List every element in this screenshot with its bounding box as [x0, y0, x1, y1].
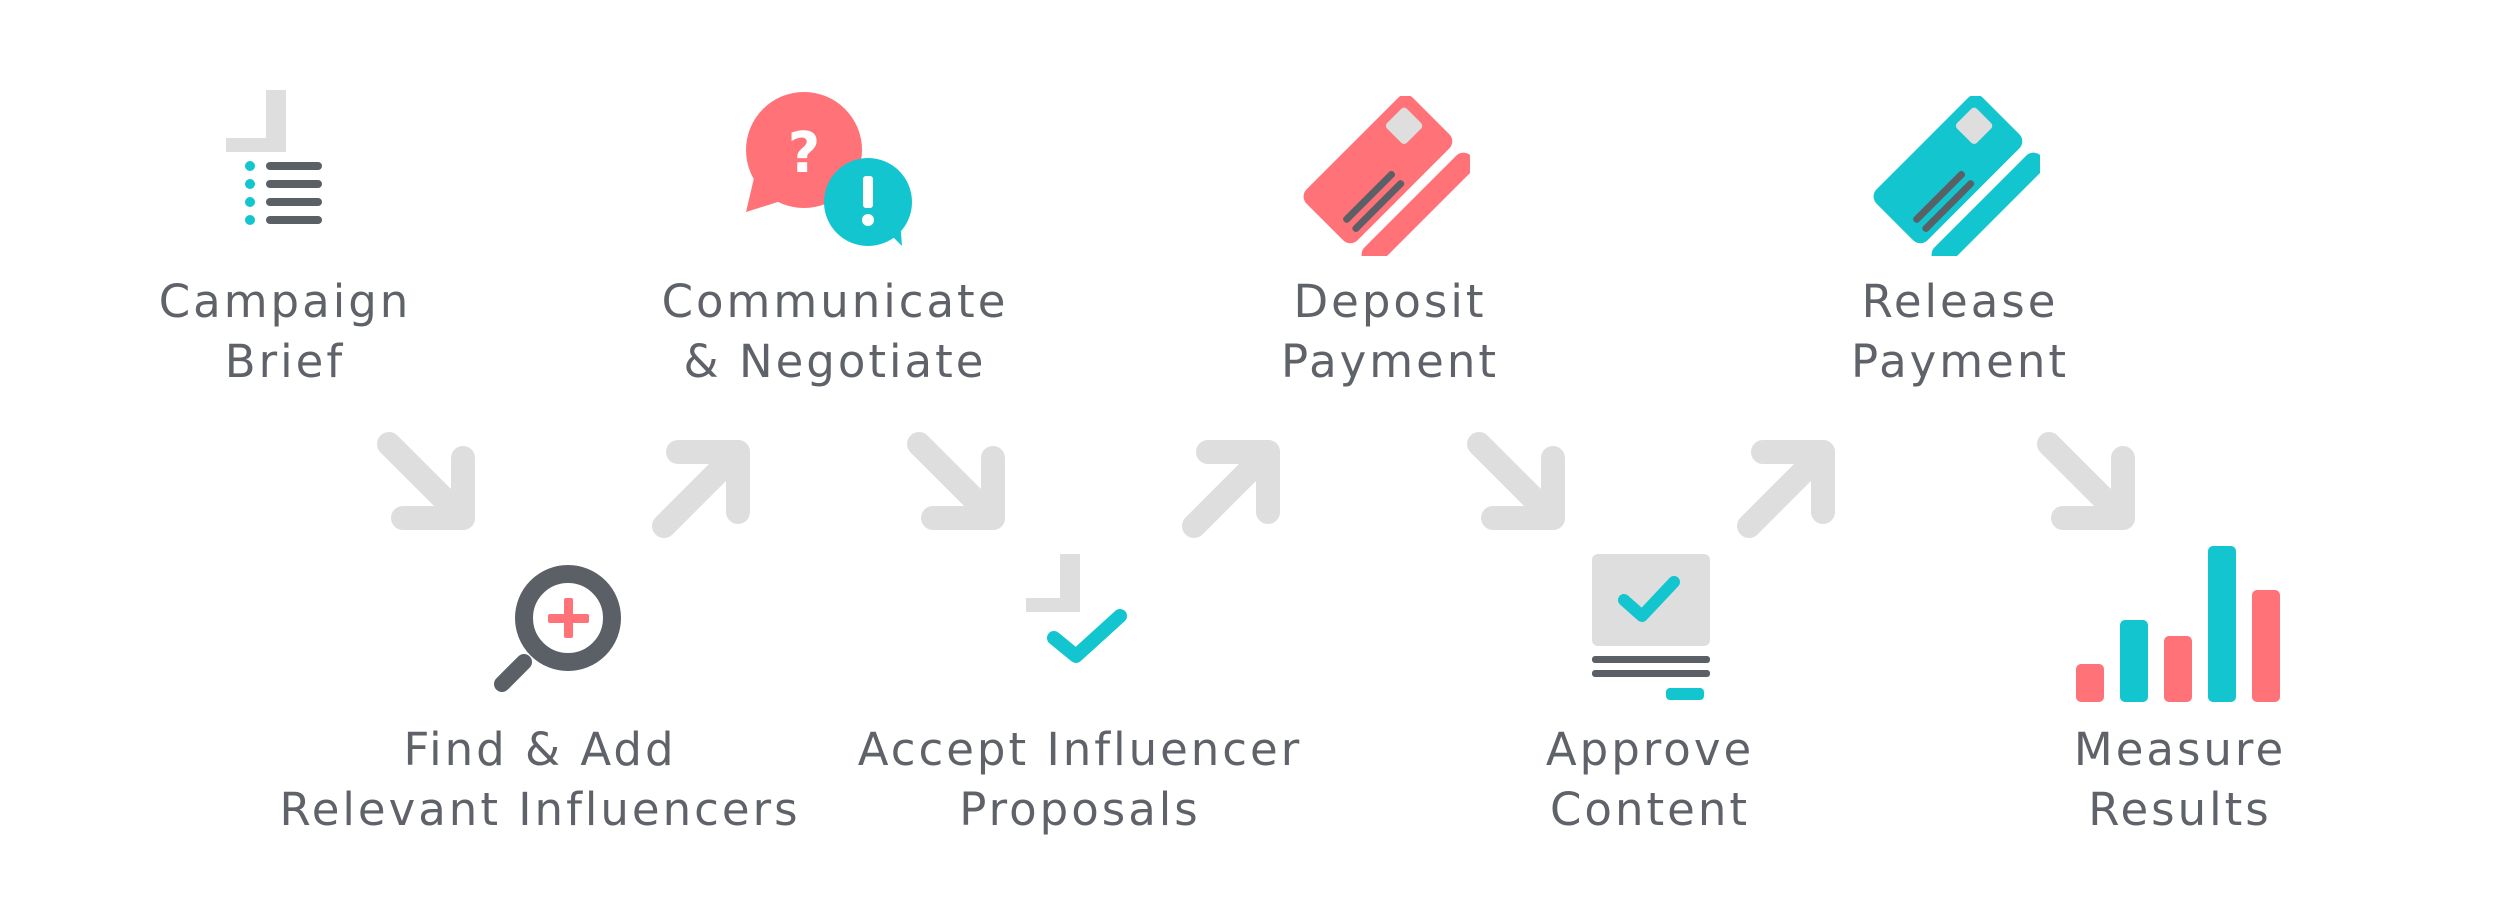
- step-label-line-2: Payment: [1280, 335, 1499, 388]
- step-label-line-2: & Negotiate: [683, 335, 987, 388]
- step-label-release-payment: Release Payment: [1770, 272, 2150, 392]
- arrow-up-right-icon: [652, 440, 750, 538]
- step-label-line-2: Brief: [224, 335, 346, 388]
- arrow-down-right-icon: [2037, 432, 2135, 530]
- arrow-down-right-icon: [377, 432, 475, 530]
- step-label-line-2: Results: [2088, 783, 2272, 836]
- step-label-line-1: Deposit: [1293, 275, 1487, 328]
- credit-card-icon: [1303, 96, 1470, 256]
- step-label-line-2: Content: [1550, 783, 1750, 836]
- chat-bubbles-icon: ?: [746, 92, 912, 246]
- svg-text:?: ?: [788, 121, 820, 186]
- step-label-deposit-payment: Deposit Payment: [1200, 272, 1580, 392]
- step-label-line-1: Communicate: [661, 275, 1009, 328]
- step-label-accept-proposals: Accept Influencer Proposals: [820, 720, 1340, 840]
- step-label-line-1: Release: [1861, 275, 2059, 328]
- checkmark-icon: [1026, 554, 1127, 663]
- step-label-line-1: Accept Influencer: [857, 723, 1303, 776]
- step-label-measure-results: Measure Results: [2000, 720, 2360, 840]
- arrow-up-right-icon: [1737, 440, 1835, 538]
- step-label-line-1: Campaign: [158, 275, 412, 328]
- step-label-line-1: Measure: [2073, 723, 2287, 776]
- bar-chart-icon: [2076, 546, 2280, 702]
- step-label-line-1: Approve: [1545, 723, 1755, 776]
- step-label-line-1: Find & Add: [403, 723, 677, 776]
- arrow-up-right-icon: [1182, 440, 1280, 538]
- magnifier-plus-icon: [494, 565, 621, 692]
- monitor-check-icon: [1592, 554, 1710, 700]
- arrow-down-right-icon: [907, 432, 1005, 530]
- step-label-line-2: Proposals: [959, 783, 1201, 836]
- arrow-down-right-icon: [1467, 432, 1565, 530]
- step-label-line-2: Relevant Influencers: [279, 783, 801, 836]
- document-list-icon: [226, 90, 322, 225]
- step-label-line-2: Payment: [1850, 335, 2069, 388]
- step-label-campaign-brief: Campaign Brief: [90, 272, 480, 392]
- step-label-approve-content: Approve Content: [1460, 720, 1840, 840]
- step-label-communicate: Communicate & Negotiate: [640, 272, 1030, 392]
- credit-card-icon: [1873, 96, 2040, 256]
- step-label-find-add: Find & Add Relevant Influencers: [230, 720, 850, 840]
